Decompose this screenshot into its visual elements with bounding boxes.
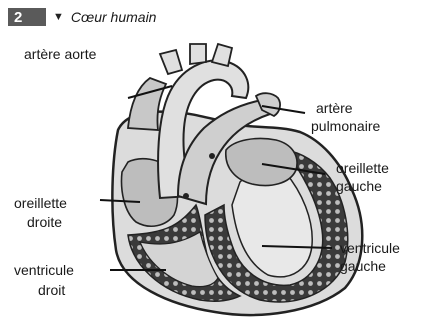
label-oreillette-droite-line1: oreillette [14,195,67,212]
label-ventricule-droit-line2: droit [38,282,65,299]
valve-dot [209,153,215,159]
aorta-branch-1 [160,50,182,74]
label-artere-aorte: artère aorte [24,46,96,63]
label-oreillette-gauche-line1: oreillette [336,160,389,177]
label-oreillette-gauche-line2: gauche [336,178,382,195]
label-ventricule-droit-line1: ventricule [14,262,74,279]
label-artere-pulmonaire-line2: pulmonaire [311,118,380,135]
aorta-branch-2 [190,44,206,64]
label-artere-pulmonaire-line1: artère [316,100,353,117]
label-ventricule-gauche-line1: ventricule [340,240,400,257]
aorta-branch-3 [212,44,232,66]
valve-dot [183,193,189,199]
label-oreillette-droite-line2: droite [27,214,62,231]
label-ventricule-gauche-line2: gauche [340,258,386,275]
